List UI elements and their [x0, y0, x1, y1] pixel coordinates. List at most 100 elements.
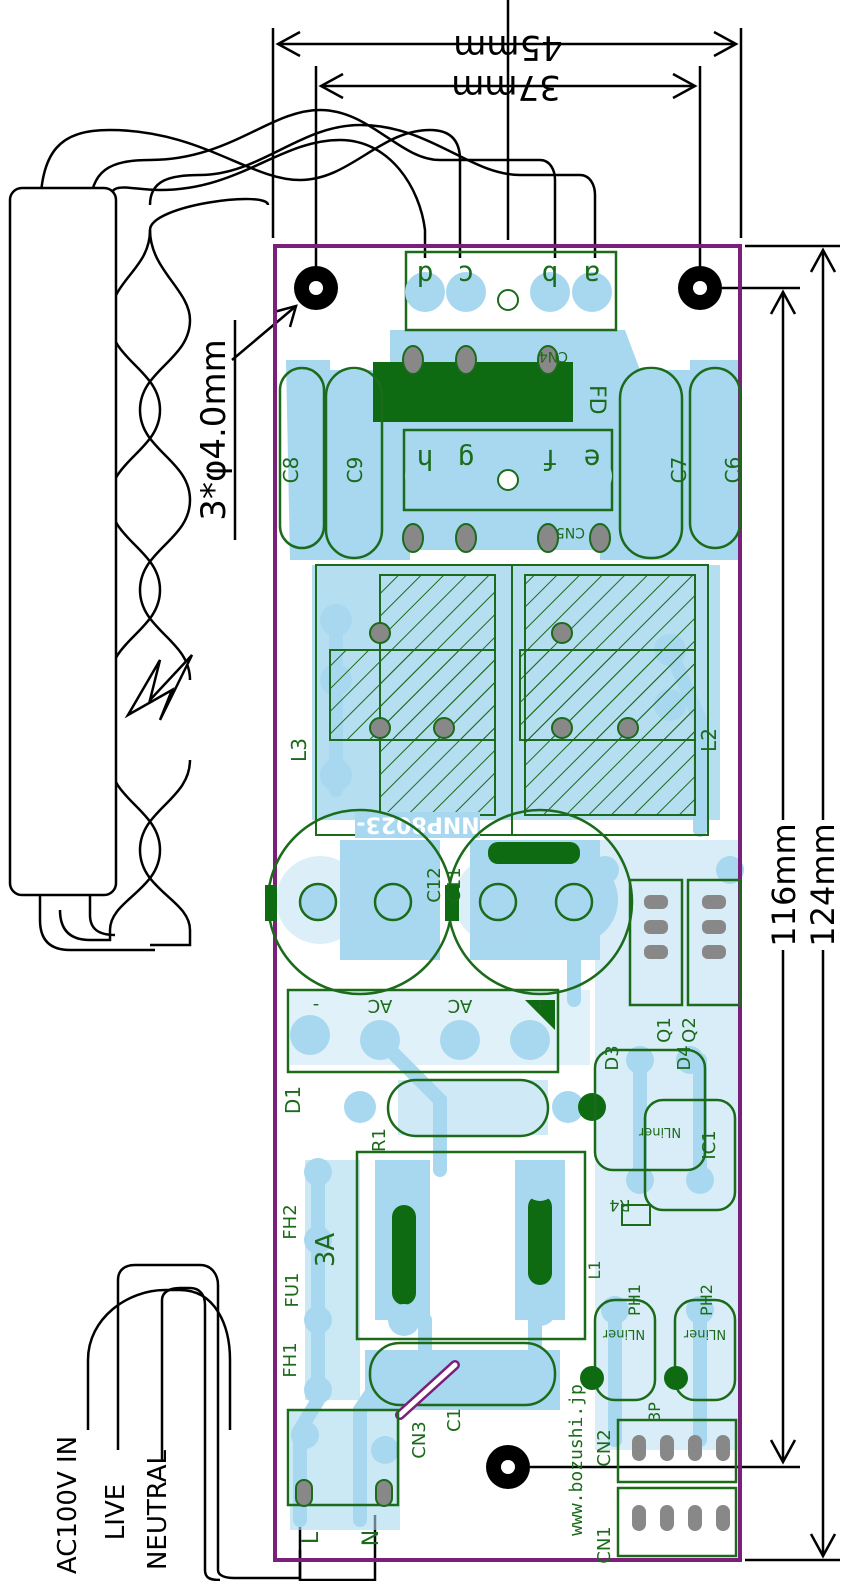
c11-label: C11 — [444, 867, 465, 902]
c7-label: C7 — [667, 457, 691, 484]
cn1-label: CN1 — [594, 1526, 615, 1564]
c9-label: C9 — [343, 457, 367, 484]
c6-label: C6 — [721, 457, 745, 484]
part-number: NNP8023- — [356, 812, 479, 837]
l3-label: L3 — [287, 738, 311, 762]
nliner-2: NLiner — [602, 1326, 645, 1341]
r1-pad-left — [346, 1093, 374, 1121]
d1-label: D1 — [281, 1086, 305, 1114]
fuse-holder-box — [355, 1150, 587, 1341]
fh2-label: FH2 — [280, 1204, 301, 1239]
pin-l-label: L — [299, 1531, 324, 1544]
r1-label: R1 — [369, 1128, 390, 1152]
fd-label: FD — [584, 385, 609, 415]
cn3-box — [368, 1341, 557, 1407]
ic1-label: IC1 — [699, 1130, 720, 1159]
transistor-pads — [644, 895, 726, 959]
c8-label: C8 — [279, 457, 303, 484]
cn5-pin-h: h — [417, 443, 434, 476]
r4-body — [621, 1204, 651, 1226]
bridge-rectifier-d1 — [286, 988, 560, 1074]
dim-116mm-label: 116mm — [765, 823, 803, 946]
dim-124mm-label: 124mm — [804, 823, 842, 946]
bridge-ac1: AC — [368, 995, 393, 1016]
break-symbol — [124, 654, 194, 721]
transformer-block — [373, 362, 573, 422]
cn4-pin-c: c — [458, 259, 475, 292]
c4-label: L1 — [585, 1260, 604, 1279]
cn4-pin-d: d — [417, 259, 434, 292]
header-pins — [632, 1435, 730, 1531]
load-tube — [8, 186, 118, 897]
c1-jumper-inner — [397, 1362, 458, 1418]
ac-input-title: AC100V IN — [53, 1436, 83, 1574]
capacitors-c6-c9 — [278, 366, 742, 560]
fuse-rating: 3A — [311, 1233, 341, 1268]
ac-terminal-block — [286, 1408, 400, 1507]
q1-label: Q1 — [654, 1017, 675, 1043]
q2-label: Q2 — [679, 1017, 700, 1043]
live-label: LIVE — [101, 1484, 131, 1540]
ph2-dot — [664, 1366, 688, 1390]
ph1-label: PH1 — [625, 1284, 644, 1316]
url-silkscreen: www.bozushi.jp — [566, 1384, 587, 1536]
c11-band — [445, 885, 459, 921]
hole-leader-arrow — [273, 304, 298, 328]
mounting-holes — [294, 266, 722, 1489]
ac-terminal-pads — [295, 1479, 393, 1507]
pcb-traces — [293, 343, 707, 1527]
r1-pad-right — [578, 1093, 606, 1121]
cn5-pin-e: e — [584, 443, 601, 476]
c12-label: C12 — [424, 867, 445, 902]
neutral-label: NEUTRAL — [143, 1449, 173, 1570]
fuse-pads — [388, 1169, 556, 1336]
hole-spec-label: 3*φ4.0mm — [194, 339, 234, 520]
cn3-label: CN3 — [409, 1421, 430, 1459]
cn4-label: CN4 — [539, 348, 568, 364]
l2-label: L2 — [697, 728, 721, 752]
fuse-body-left — [392, 1205, 416, 1305]
connector-cn5 — [402, 428, 614, 512]
nliner-1: NLiner — [638, 1124, 681, 1139]
cn4-pin-b: b — [542, 259, 559, 292]
cn5-pin-g: g — [458, 443, 475, 476]
header-cn2 — [616, 1418, 738, 1558]
transistors — [628, 878, 742, 1007]
bridge-plus: + — [532, 995, 547, 1016]
cn5-pin-f: f — [542, 443, 559, 476]
c1-label: C1 — [444, 1408, 465, 1432]
inductor-pads — [369, 622, 639, 739]
capacitors-c11-c12 — [266, 808, 634, 996]
r4-label: R4 — [609, 1196, 630, 1215]
cn5-label: CN5 — [556, 524, 585, 540]
hole-leader — [231, 305, 297, 361]
regulator-bar — [488, 842, 580, 864]
cn2-label: CN2 — [594, 1429, 615, 1467]
fh1-label: FH1 — [280, 1342, 301, 1377]
bridge-minus: - — [313, 995, 320, 1016]
cn5-pads — [402, 523, 611, 553]
fu1-label: FU1 — [282, 1273, 303, 1308]
fuse-body-right — [528, 1195, 552, 1285]
c12-band — [265, 885, 277, 921]
nliner-3: NLiner — [683, 1326, 726, 1341]
dim-37mm-label: 37mm — [451, 67, 561, 107]
inductor-l2 — [511, 564, 709, 836]
resistor-r1 — [386, 1078, 550, 1138]
bridge-ac2: AC — [448, 995, 473, 1016]
photocouplers — [593, 1298, 737, 1402]
ph1-dot — [580, 1366, 604, 1390]
dim-label-bg — [771, 820, 837, 950]
ic1-region — [593, 1048, 737, 1212]
connector-cn4 — [404, 250, 618, 332]
ac-plug-symbol — [86, 1263, 377, 1581]
pin-n-label: N — [359, 1530, 384, 1546]
cn4-pads — [402, 345, 559, 375]
ph2-label: PH2 — [697, 1284, 716, 1316]
part-number-bg — [355, 812, 480, 838]
cn4-pin-a: a — [584, 259, 601, 292]
d4-label: D4 — [674, 1045, 695, 1070]
bridge-marker — [525, 1000, 555, 1030]
3p-label: 3P — [645, 1402, 664, 1422]
